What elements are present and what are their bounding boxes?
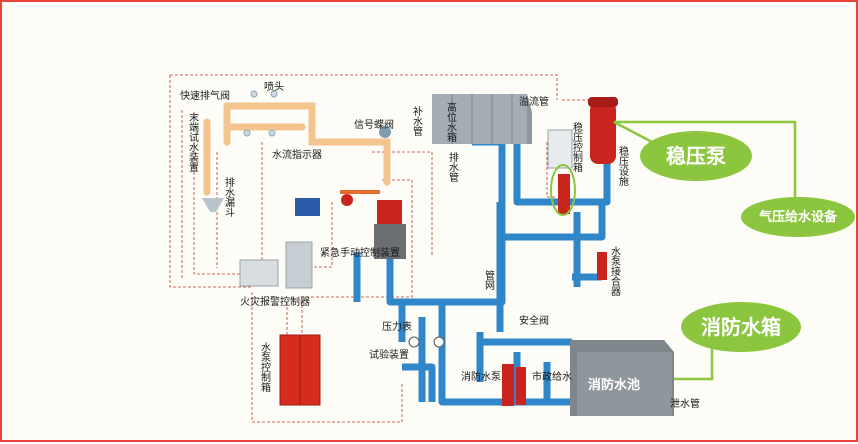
- fire-tank-callout-text: 消防水箱: [701, 315, 781, 339]
- label-stabilizer-control-box: 稳压控制箱: [571, 121, 583, 173]
- fire-pool-label: 消防水池: [588, 377, 640, 393]
- label-safety-valve: 安全阀: [519, 314, 549, 327]
- stabilizer-pump-highlight: [550, 164, 576, 216]
- sprinkler-head-icon: [270, 90, 278, 98]
- sprinkler-head-icon: [250, 90, 258, 98]
- stabilizer-pump-callout-text: 稳压泵: [666, 144, 726, 168]
- label-sprinkler: 喷头: [264, 81, 284, 93]
- pneumatic-supply-callout-text: 气压给水设备: [759, 209, 838, 225]
- label-stabilizer-equipment: 稳压设施: [617, 145, 629, 187]
- label-make-up-pipe: 补水管: [411, 105, 423, 137]
- alarm-valve-assembly: [340, 126, 406, 259]
- label-drain-funnel: 排水漏斗: [223, 176, 235, 217]
- label-high-tank: 高位水箱: [445, 101, 457, 143]
- fire-alarm-controller-icon: [239, 241, 313, 289]
- label-end-test-device: 末端试水装置: [187, 111, 199, 172]
- pressure-gauge-icon: [433, 336, 445, 348]
- label-pressure-gauge: 压力表: [382, 320, 412, 333]
- label-overflow-pipe: 溢流管: [519, 95, 549, 108]
- stabilizer-pump-icon: [558, 174, 570, 214]
- label-drain-pipe: 排水管: [447, 151, 459, 183]
- pump-adapter-icon: [597, 252, 607, 280]
- label-quick-vent-valve: 快速排气阀: [180, 89, 230, 102]
- label-pump-adapter: 水泵接合器: [609, 246, 621, 297]
- pressure-tank: [588, 97, 618, 164]
- label-signal-butterfly-valve: 信号蝶阀: [354, 118, 394, 131]
- label-municipal-supply: 市政给水: [532, 370, 572, 383]
- label-emergency-control: 紧急手动控制装置: [320, 246, 400, 259]
- fire-pool: 消防水池: [570, 340, 674, 416]
- high-level-tank: [432, 94, 532, 144]
- pressure-gauge-icon: [408, 336, 420, 348]
- sprinkler-head-icon: [268, 129, 276, 137]
- callout-connectors: [613, 120, 797, 381]
- water-pipes: [353, 102, 611, 406]
- stabilizer-pump-callout: 稳压泵: [640, 131, 752, 181]
- sprinkler-head-icon: [243, 129, 251, 137]
- drain-funnel-icon: [202, 198, 224, 212]
- pneumatic-supply-callout: 气压给水设备: [741, 197, 855, 237]
- label-pipe-network: 管网: [483, 269, 495, 291]
- signal-valve-icon: [379, 126, 391, 138]
- fire-pump-icon: [502, 364, 526, 406]
- label-fire-pump: 消防水泵: [461, 370, 501, 383]
- stabilizer-control-box-icon: [547, 129, 573, 169]
- compressor-icon: [295, 198, 320, 216]
- fire-tank-callout: 消防水箱: [681, 302, 801, 352]
- label-test-device: 试验装置: [369, 348, 409, 361]
- label-water-flow-indicator: 水流指示器: [272, 148, 322, 161]
- label-tank-drain-pipe: 泄水管: [670, 397, 700, 410]
- label-fire-alarm-controller: 火灾报警控制器: [240, 295, 310, 308]
- sprinkler-pipes: [203, 102, 391, 196]
- pump-control-cabinet-icon: [279, 334, 321, 406]
- label-pump-control-cabinet: 水泵控制箱: [259, 342, 271, 393]
